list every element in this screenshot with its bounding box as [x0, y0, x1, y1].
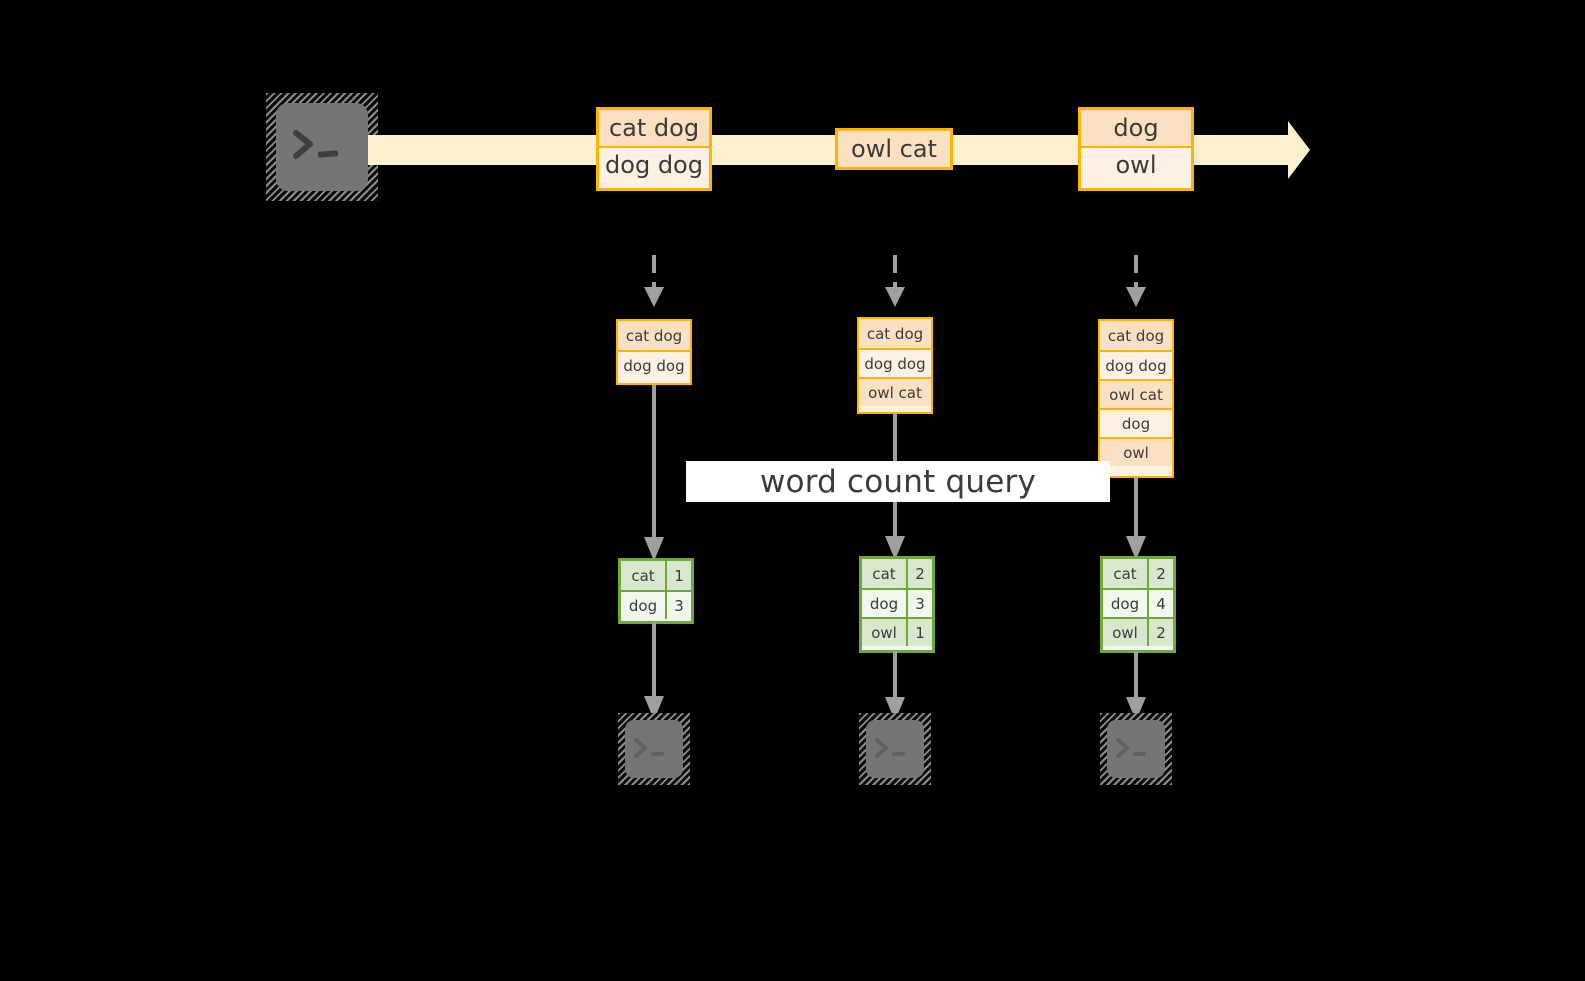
snapshot-1-query-arrow-icon	[644, 385, 664, 561]
stream-event-2[interactable]: owl cat	[835, 128, 953, 170]
snapshot-event-row: owl cat	[859, 377, 931, 406]
snapshot-2-event-stack[interactable]: cat dog dog dog owl cat	[857, 317, 933, 414]
snapshot-2-input-dashed-arrow-icon	[885, 255, 905, 307]
result-word: dog	[869, 594, 899, 613]
terminal-prompt-glyph	[859, 713, 946, 785]
result-count: 2	[1147, 619, 1173, 646]
result-count: 3	[665, 592, 691, 619]
snapshot-event-row: cat dog	[1100, 321, 1172, 350]
result-count: 2	[906, 559, 932, 588]
snapshot-1-input-dashed-arrow-icon	[644, 255, 664, 307]
result-word: dog	[1110, 594, 1140, 613]
snapshot-event-row: cat dog	[859, 319, 931, 348]
result-row: dog 3	[862, 588, 932, 617]
result-word: owl	[1112, 623, 1138, 642]
snapshot-event-row: dog dog	[859, 348, 931, 377]
snapshot-1-result-table[interactable]: cat 1 dog 3	[618, 558, 694, 624]
result-word: cat	[631, 566, 655, 585]
result-word: dog	[628, 596, 658, 615]
query-label-band: word count query	[686, 461, 1110, 502]
terminal-screen	[866, 720, 924, 778]
snapshot-event-row: dog	[1100, 408, 1172, 437]
result-count: 1	[906, 619, 932, 646]
stream-arrowhead-icon	[1288, 121, 1310, 179]
snapshot-event-row: dog dog	[1100, 350, 1172, 379]
snapshot-3-input-dashed-arrow-icon	[1126, 255, 1146, 307]
result-row: owl 1	[862, 617, 932, 646]
terminal-prompt-glyph	[1100, 713, 1187, 785]
snapshot-event-row: cat dog	[618, 321, 690, 350]
snapshot-3-query-arrow-icon	[1126, 478, 1146, 560]
result-count: 4	[1147, 590, 1173, 617]
snapshot-event-row: dog dog	[618, 350, 690, 379]
result-row: dog 4	[1103, 588, 1173, 617]
query-label-text: word count query	[759, 463, 1037, 500]
snapshot-3-result-table[interactable]: cat 2 dog 4 owl 2	[1100, 556, 1176, 653]
snapshot-3-event-stack[interactable]: cat dog dog dog owl cat dog owl	[1098, 319, 1174, 478]
stream-event-line: owl	[1081, 146, 1191, 182]
snapshot-1-event-stack[interactable]: cat dog dog dog	[616, 319, 692, 385]
stream-event-1[interactable]: cat dog dog dog	[596, 107, 712, 191]
terminal-screen	[625, 720, 683, 778]
snapshot-2-sink-arrow-icon	[885, 651, 905, 721]
snapshot-3-sink-arrow-icon	[1126, 651, 1146, 721]
result-word: owl	[871, 623, 897, 642]
result-row: cat 2	[1103, 559, 1173, 588]
snapshot-1-sink-terminal-icon[interactable]	[618, 713, 690, 785]
snapshot-1-sink-arrow-icon	[644, 622, 664, 720]
result-row: owl 2	[1103, 617, 1173, 646]
result-count: 1	[665, 561, 691, 590]
result-word: cat	[1113, 564, 1137, 583]
terminal-prompt-glyph	[266, 93, 404, 201]
result-count: 2	[1147, 559, 1173, 588]
terminal-prompt-glyph	[618, 713, 705, 785]
source-terminal-icon[interactable]	[266, 93, 378, 201]
stream-event-3[interactable]: dog owl	[1078, 107, 1194, 191]
stream-event-line: dog dog	[599, 146, 709, 182]
stream-event-line: dog	[1081, 110, 1191, 146]
stream-event-line: owl cat	[838, 131, 950, 167]
result-row: cat 2	[862, 559, 932, 588]
snapshot-2-sink-terminal-icon[interactable]	[859, 713, 931, 785]
terminal-screen	[1107, 720, 1165, 778]
result-count: 3	[906, 590, 932, 617]
stream-event-line: cat dog	[599, 110, 709, 146]
result-word: cat	[872, 564, 896, 583]
result-row: dog 3	[621, 590, 691, 619]
snapshot-3-sink-terminal-icon[interactable]	[1100, 713, 1172, 785]
result-row: cat 1	[621, 561, 691, 590]
terminal-screen	[276, 103, 368, 191]
snapshot-2-result-table[interactable]: cat 2 dog 3 owl 1	[859, 556, 935, 653]
snapshot-event-row: owl	[1100, 437, 1172, 466]
snapshot-event-row: owl cat	[1100, 379, 1172, 408]
